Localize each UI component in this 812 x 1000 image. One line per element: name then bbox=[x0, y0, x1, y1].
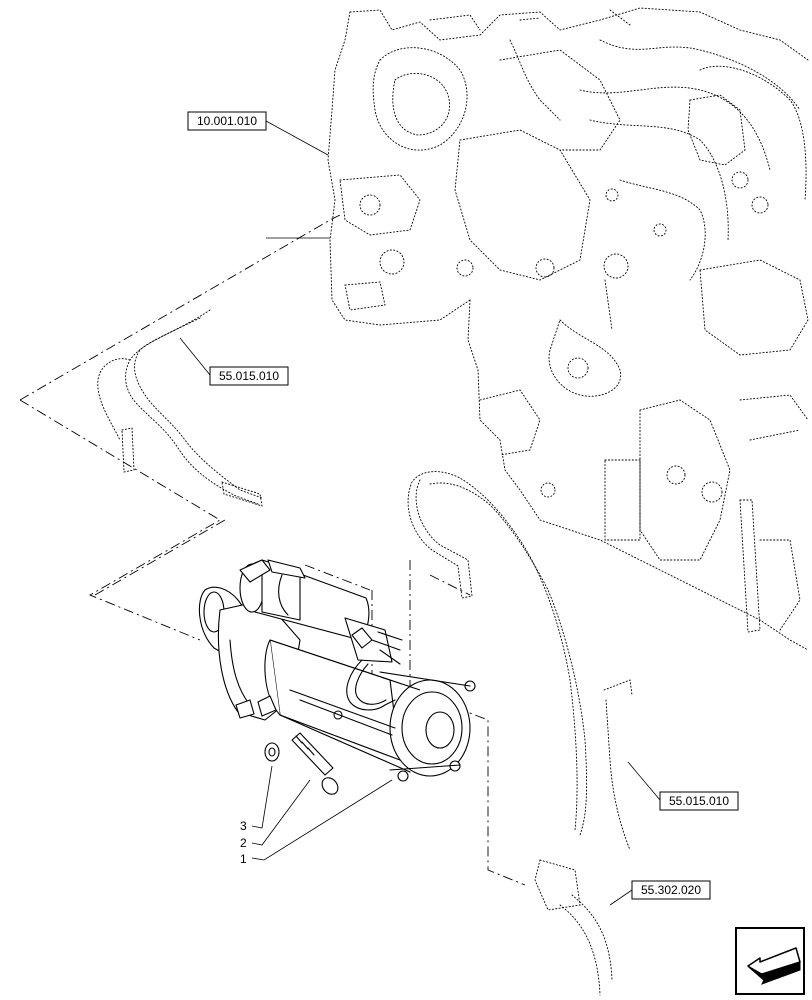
washer bbox=[264, 742, 280, 762]
ref-label-connector: 55.302.020 bbox=[641, 883, 701, 897]
cable-upper-phantom bbox=[97, 309, 263, 507]
ref-box-connector[interactable]: 55.302.020 bbox=[631, 880, 711, 900]
ref-box-engine[interactable]: 10.001.010 bbox=[187, 111, 267, 131]
bolt bbox=[291, 732, 339, 795]
item-number-3: 3 bbox=[240, 819, 247, 833]
item-number-2: 2 bbox=[240, 836, 247, 850]
ref-box-harness-upper[interactable]: 55.015.010 bbox=[209, 366, 289, 386]
ref-box-harness-lower[interactable]: 55.015.010 bbox=[659, 791, 739, 811]
cable-lower-phantom bbox=[407, 471, 633, 996]
ref-label-harness-upper: 55.015.010 bbox=[219, 369, 279, 383]
ref-label-harness-lower: 55.015.010 bbox=[669, 794, 729, 808]
starter-motor bbox=[198, 559, 476, 782]
engine-block-phantom bbox=[327, 7, 809, 651]
leader-lines bbox=[179, 120, 661, 906]
explode-lines bbox=[19, 214, 526, 886]
ref-label-engine: 10.001.010 bbox=[197, 114, 257, 128]
arrow-back-left-icon[interactable] bbox=[735, 927, 805, 995]
item-number-1: 1 bbox=[240, 852, 247, 866]
